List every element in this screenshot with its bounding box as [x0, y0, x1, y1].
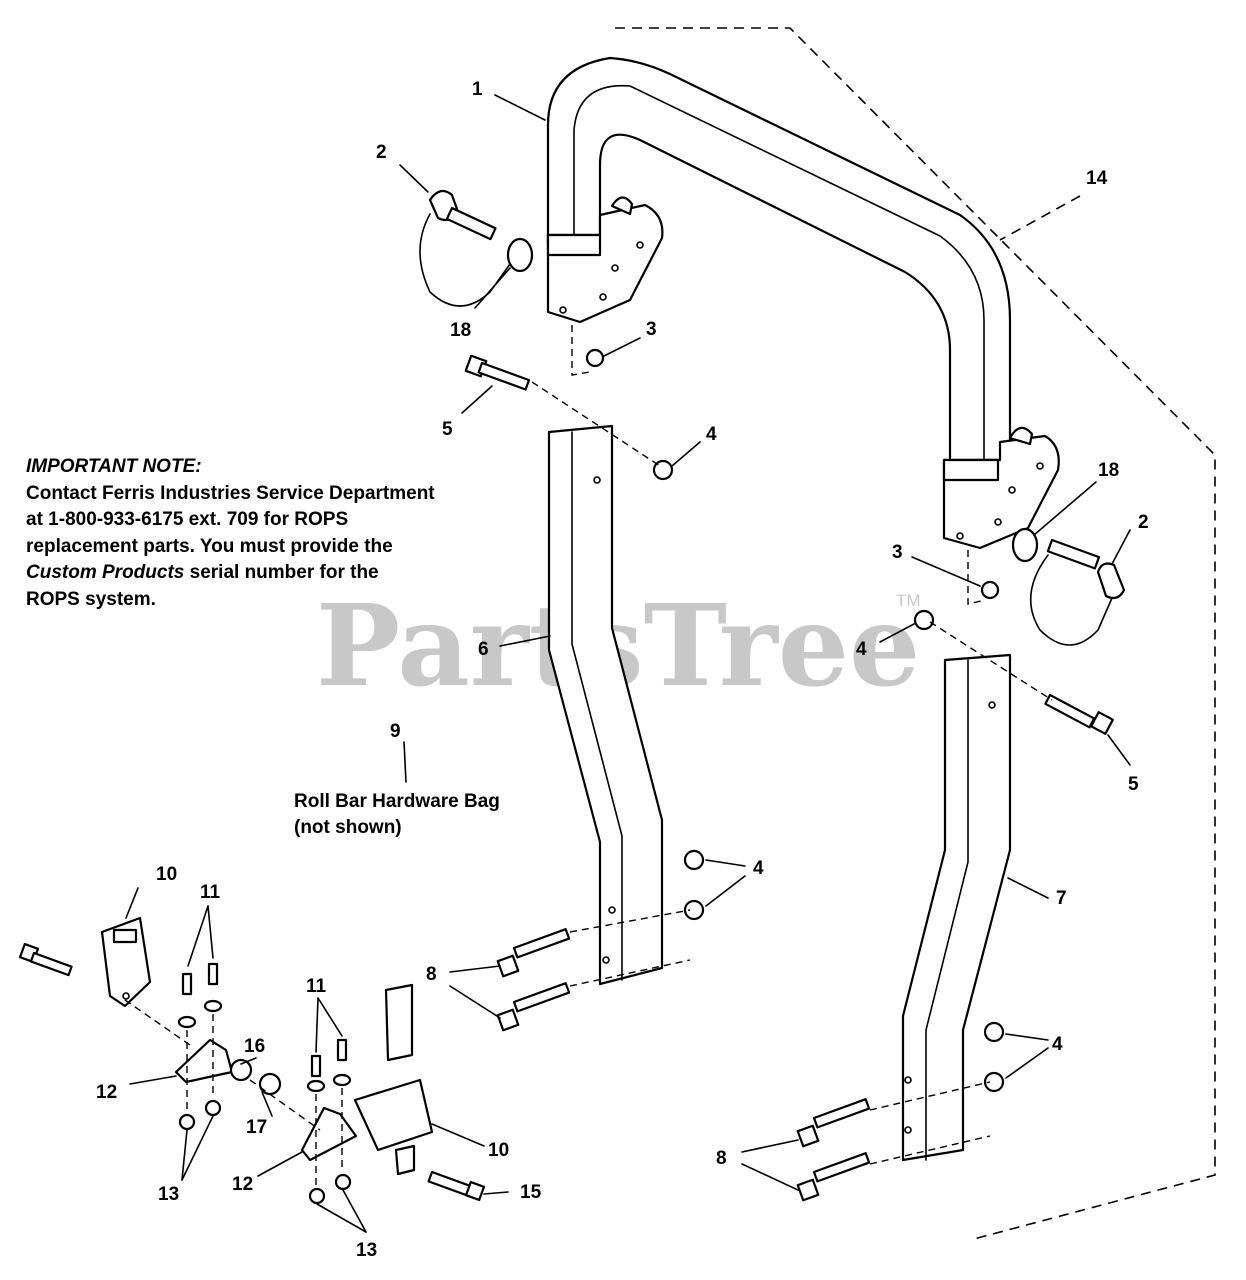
callout-1: 1: [472, 79, 483, 100]
spacer-right: [1011, 527, 1039, 563]
hex-nuts: [178, 348, 1005, 1205]
bolt-15: [427, 1170, 486, 1202]
callout-10-left: 10: [156, 864, 177, 885]
note-line-4: serial number for the: [184, 562, 379, 583]
callout-4-b: 4: [856, 639, 867, 660]
callout-16: 16: [244, 1036, 265, 1057]
callout-9: 9: [390, 721, 401, 742]
callout-7: 7: [1056, 888, 1067, 909]
bolt-8-right: [796, 1098, 871, 1202]
callout-5-left: 5: [442, 419, 453, 440]
callout-4-c: 4: [753, 858, 764, 879]
callout-14: 14: [1086, 168, 1108, 189]
note-line-4-italic: Custom Products: [26, 562, 185, 583]
callout-18-left: 18: [450, 320, 471, 341]
callout-4-a: 4: [706, 424, 717, 445]
callout-8-left: 8: [426, 964, 437, 985]
callout-11-right: 11: [306, 976, 327, 997]
callout-12-right: 12: [232, 1174, 253, 1195]
alignment-lines: [124, 325, 1053, 1186]
roll-bar-hoop: [546, 56, 1060, 550]
bolt-5-right: [1044, 693, 1114, 735]
seatbelt-latch: [353, 983, 434, 1176]
callout-3-left: 3: [646, 319, 657, 340]
callout-5-right: 5: [1128, 774, 1139, 795]
leader-lines: [125, 94, 1131, 1233]
callout-18-right: 18: [1098, 460, 1119, 481]
hardware-bag-label: Roll Bar Hardware Bag (not shown): [294, 789, 500, 841]
callout-11-left: 11: [200, 882, 221, 903]
important-note: IMPORTANT NOTE: Contact Ferris Industrie…: [26, 454, 546, 613]
right-upright-tube: [901, 653, 1012, 1162]
callout-13-left: 13: [158, 1184, 179, 1205]
note-line-3: replacement parts. You must provide the: [26, 535, 393, 557]
callout-2-left: 2: [376, 142, 387, 163]
spacer-left: [506, 237, 534, 273]
seatbelt-buckle-left: [100, 916, 152, 1008]
callout-13-right: 13: [356, 1240, 377, 1261]
bolt-8-left: [496, 928, 571, 1032]
callout-10-right: 10: [488, 1140, 509, 1161]
callout-12-left: 12: [96, 1082, 117, 1103]
note-line-5: ROPS system.: [26, 588, 156, 610]
bolt-5-left: [464, 354, 531, 391]
callout-4-d: 4: [1052, 1034, 1063, 1055]
callout-6: 6: [478, 639, 489, 660]
watermark-tm: TM: [896, 591, 921, 610]
assembly-outline: [615, 27, 1216, 1241]
note-line-1: Contact Ferris Industries Service Depart…: [26, 482, 435, 504]
hardware-bag-line-2: (not shown): [294, 817, 402, 838]
hitch-pin-right: [1029, 538, 1126, 646]
bolt-seatbelt: [18, 942, 73, 977]
note-heading: IMPORTANT NOTE:: [26, 456, 202, 477]
left-upright-tube: [547, 424, 664, 986]
callout-2-right: 2: [1138, 512, 1149, 533]
callout-3-right: 3: [892, 542, 903, 563]
washers-and-bushings: [177, 962, 352, 1096]
hitch-pin-left: [419, 189, 521, 307]
callout-8-right: 8: [716, 1148, 727, 1169]
hardware-bag-line-1: Roll Bar Hardware Bag: [294, 791, 500, 812]
callout-15: 15: [520, 1182, 542, 1203]
note-line-2: at 1-800-933-6175 ext. 709 for ROPS: [26, 509, 349, 530]
callout-17: 17: [246, 1117, 267, 1138]
